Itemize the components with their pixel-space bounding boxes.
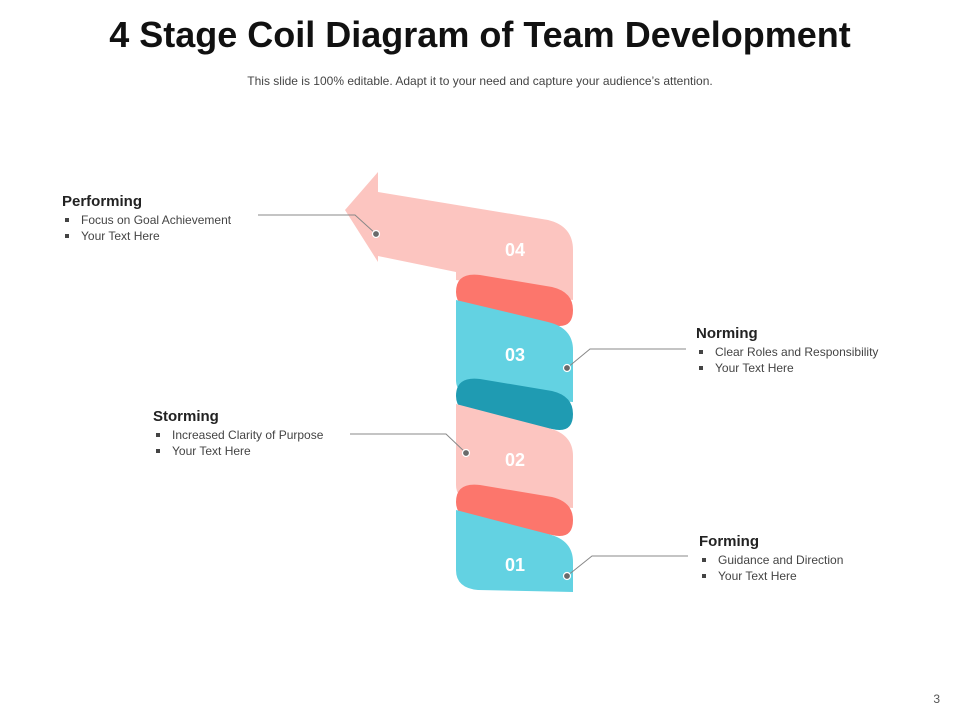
bullet-item: Your Text Here xyxy=(699,568,843,584)
bullet-item: Your Text Here xyxy=(696,360,878,376)
stage-04-arrow xyxy=(345,172,573,300)
bullet-list: Clear Roles and Responsibility Your Text… xyxy=(696,344,878,376)
connector-dot-storming xyxy=(461,448,471,458)
stage-name: Storming xyxy=(153,408,219,425)
bullet-list: Guidance and Direction Your Text Here xyxy=(699,552,843,584)
callout-forming: Forming Guidance and Direction Your Text… xyxy=(699,533,843,584)
stage-01-number: 01 xyxy=(505,555,525,575)
bullet-item: Your Text Here xyxy=(62,228,231,244)
bullet-item: Guidance and Direction xyxy=(699,552,843,568)
bullet-item: Your Text Here xyxy=(153,443,323,459)
callout-norming: Norming Clear Roles and Responsibility Y… xyxy=(696,325,878,376)
bullet-item: Clear Roles and Responsibility xyxy=(696,344,878,360)
slide-title: 4 Stage Coil Diagram of Team Development xyxy=(109,14,851,55)
stage-02-number: 02 xyxy=(505,450,525,470)
callout-storming: Storming Increased Clarity of Purpose Yo… xyxy=(153,408,323,459)
stage-03-band xyxy=(456,300,573,402)
stage-04-number: 04 xyxy=(505,240,525,260)
bullet-item: Focus on Goal Achievement xyxy=(62,212,231,228)
bullet-list: Focus on Goal Achievement Your Text Here xyxy=(62,212,231,244)
page-number: 3 xyxy=(933,692,940,706)
stage-name: Norming xyxy=(696,325,758,342)
connector-dot-forming xyxy=(562,571,572,581)
connector-storming xyxy=(350,433,467,454)
slide-subtitle: This slide is 100% editable. Adapt it to… xyxy=(247,74,713,88)
bullet-list: Increased Clarity of Purpose Your Text H… xyxy=(153,427,323,459)
stage-02-band xyxy=(456,404,573,508)
stage-name: Performing xyxy=(62,193,143,210)
stage-01-band xyxy=(456,510,573,592)
connector-forming xyxy=(566,555,688,577)
connector-norming xyxy=(566,348,686,369)
connector-dot-performing xyxy=(371,229,381,239)
connector-performing xyxy=(258,214,377,235)
stage-03-number: 03 xyxy=(505,345,525,365)
connector-dot-norming xyxy=(562,363,572,373)
stage-name: Forming xyxy=(699,533,759,550)
bullet-item: Increased Clarity of Purpose xyxy=(153,427,323,443)
callout-performing: Performing Focus on Goal Achievement You… xyxy=(62,193,231,244)
